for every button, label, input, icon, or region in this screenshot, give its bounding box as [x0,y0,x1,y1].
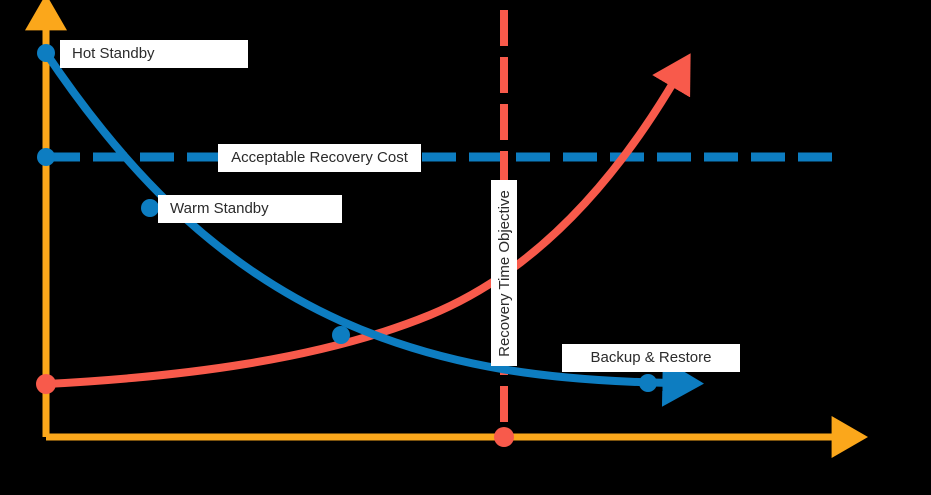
marker-warm-standby [141,199,159,217]
recovery-solution-cost-curve [42,49,704,407]
recovery-time-objective-label: Recovery Time Objective [491,180,517,366]
marker-rto-on-axis [494,427,514,447]
downtime-cost-curve [42,53,691,388]
marker-backup-restore [639,374,657,392]
marker-curve-midpoint [332,326,350,344]
backup-restore-label: Backup & Restore [562,344,740,372]
marker-acceptable-cost-origin [37,148,55,166]
marker-hot-standby [37,44,55,62]
recovery-time-objective-text: Recovery Time Objective [495,189,513,357]
hot-standby-label: Hot Standby [60,40,248,68]
acceptable-recovery-cost-label: Acceptable Recovery Cost [218,144,421,172]
marker-downtime-origin [36,374,56,394]
warm-standby-label: Warm Standby [158,195,342,223]
